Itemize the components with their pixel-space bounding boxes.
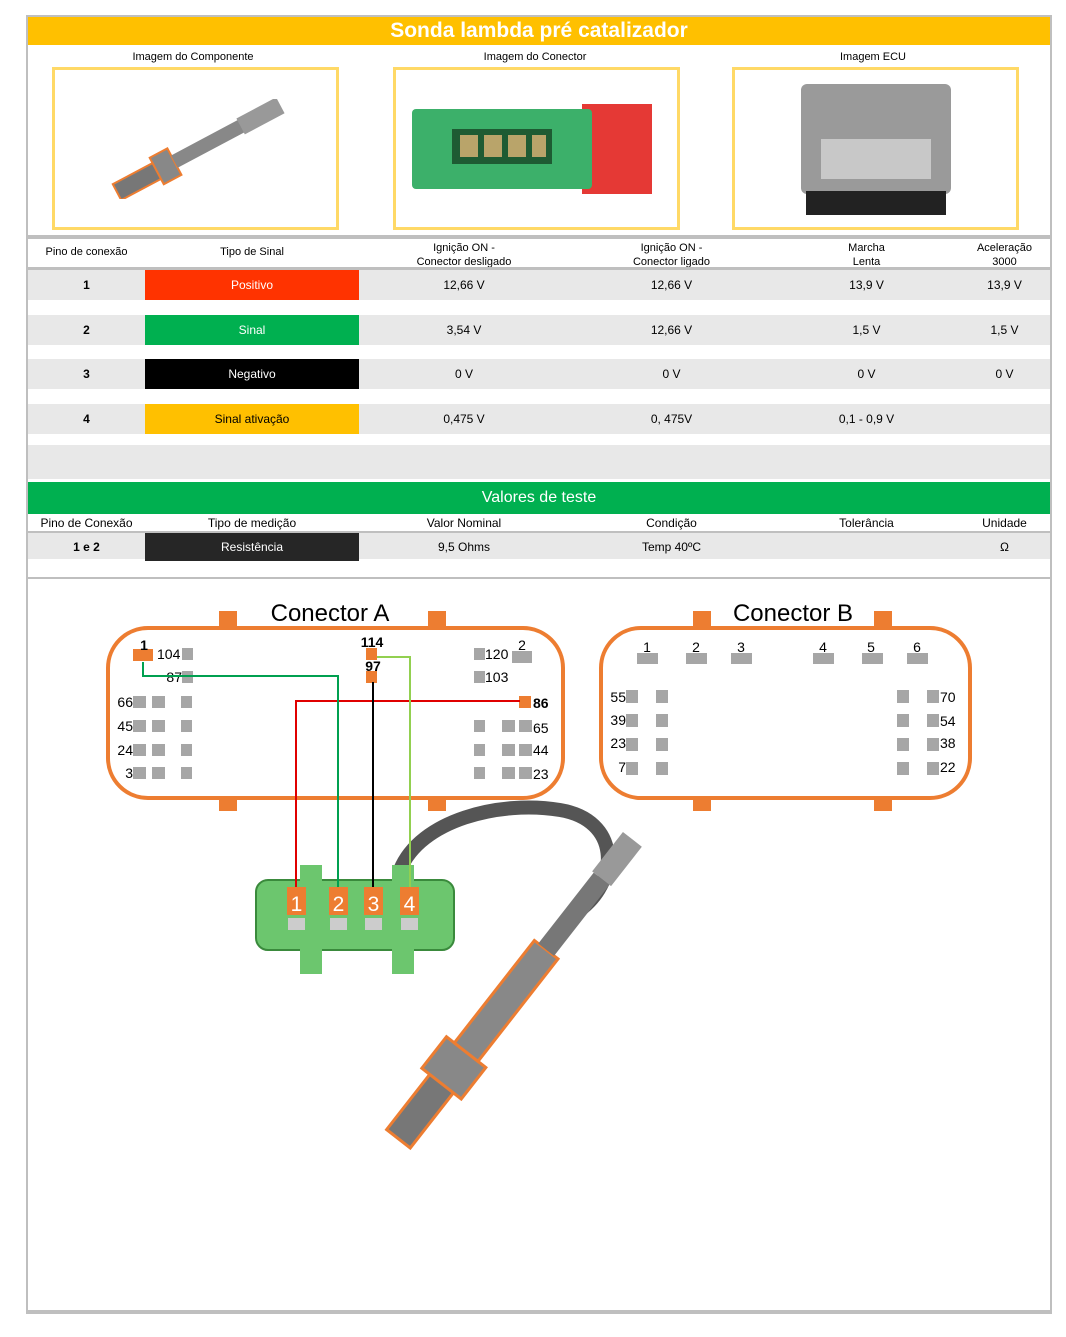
component-image-label: Imagem do Componente <box>132 51 254 63</box>
connector-photo-icon <box>411 103 652 194</box>
table-row: 3 Negativo 0 V 0 V 0 V 0 V <box>28 359 1050 390</box>
connector-image-label: Imagem do Conector <box>483 51 587 63</box>
test-values-header: Valores de teste <box>28 482 1050 514</box>
test-column-header: Unidade <box>982 516 1027 530</box>
test-row: 1 e 2 Resistência 9,5 Ohms Temp 40ºC Ω <box>28 531 1050 561</box>
value-idle: 1,5 V <box>852 322 881 337</box>
value-idle: 0,1 - 0,9 V <box>838 412 895 427</box>
test-tolerance <box>774 533 959 561</box>
component-image <box>52 67 339 230</box>
test-column-header: Tipo de medição <box>207 516 297 530</box>
value-idle: 0 V <box>857 367 876 382</box>
value-ign-on: 0, 475V <box>650 412 693 427</box>
connector-image <box>393 67 680 230</box>
pin-number: 4 <box>83 412 90 427</box>
value-3000: 1,5 V <box>990 322 1019 337</box>
sensor-sheet: Sonda lambda pré catalizador Imagem do C… <box>26 15 1052 1314</box>
pin-number: 3 <box>83 367 90 382</box>
pin-number: 1 <box>83 278 90 292</box>
page-title: Sonda lambda pré catalizador <box>28 17 1050 45</box>
test-type: Resistência <box>145 533 359 561</box>
signal-type: Positivo <box>145 270 359 300</box>
divider <box>28 267 1050 270</box>
value-ign-on: 12,66 V <box>650 278 693 292</box>
column-header: Ignição ON - Conector desligado <box>416 242 512 268</box>
column-header: Marcha Lenta <box>848 242 885 268</box>
test-column-header: Condição <box>646 516 697 530</box>
pin-number: 2 <box>83 322 90 337</box>
value-idle: 13,9 V <box>849 278 884 292</box>
lambda-sensor-icon <box>110 98 285 199</box>
column-header: Pino de conexão <box>45 246 128 258</box>
column-header: Tipo de Sinal <box>220 246 284 258</box>
empty-row <box>28 445 1050 479</box>
test-pin: 1 e 2 <box>73 540 100 554</box>
value-ign-off: 0,475 V <box>443 412 485 427</box>
test-condition: Temp 40ºC <box>641 540 702 554</box>
value-3000: 0 V <box>995 367 1014 382</box>
value-3000: 13,9 V <box>987 278 1022 292</box>
column-header: Aceleração 3000 <box>976 242 1033 268</box>
test-nominal: 9,5 Ohms <box>437 540 491 554</box>
ecu-image <box>732 67 1019 230</box>
value-ign-on: 0 V <box>662 367 681 382</box>
value-3000 <box>959 404 1050 434</box>
test-column-header: Tolerância <box>839 516 894 530</box>
table-row: 4 Sinal ativação 0,475 V 0, 475V 0,1 - 0,9 V <box>28 404 1050 435</box>
value-ign-off: 0 V <box>454 367 473 382</box>
ecu-photo-icon <box>800 83 951 215</box>
divider <box>28 235 1050 239</box>
signal-type: Sinal <box>145 314 359 345</box>
test-column-header: Pino de Conexão <box>40 516 133 530</box>
table-row: 2 Sinal 3,54 V 12,66 V 1,5 V 1,5 V <box>28 314 1050 345</box>
value-ign-off: 3,54 V <box>446 322 482 337</box>
test-unit: Ω <box>1000 540 1009 554</box>
value-ign-on: 12,66 V <box>650 322 693 337</box>
ecu-image-label: Imagem ECU <box>839 51 907 63</box>
value-ign-off: 12,66 V <box>443 278 485 292</box>
test-column-header: Valor Nominal <box>426 516 502 530</box>
table-row: 1 Positivo 12,66 V 12,66 V 13,9 V 13,9 V <box>28 270 1050 300</box>
signal-type: Negativo <box>145 359 359 390</box>
divider <box>28 577 1050 579</box>
signal-type: Sinal ativação <box>145 404 359 435</box>
column-header: Ignição ON - Conector ligado <box>632 242 711 268</box>
